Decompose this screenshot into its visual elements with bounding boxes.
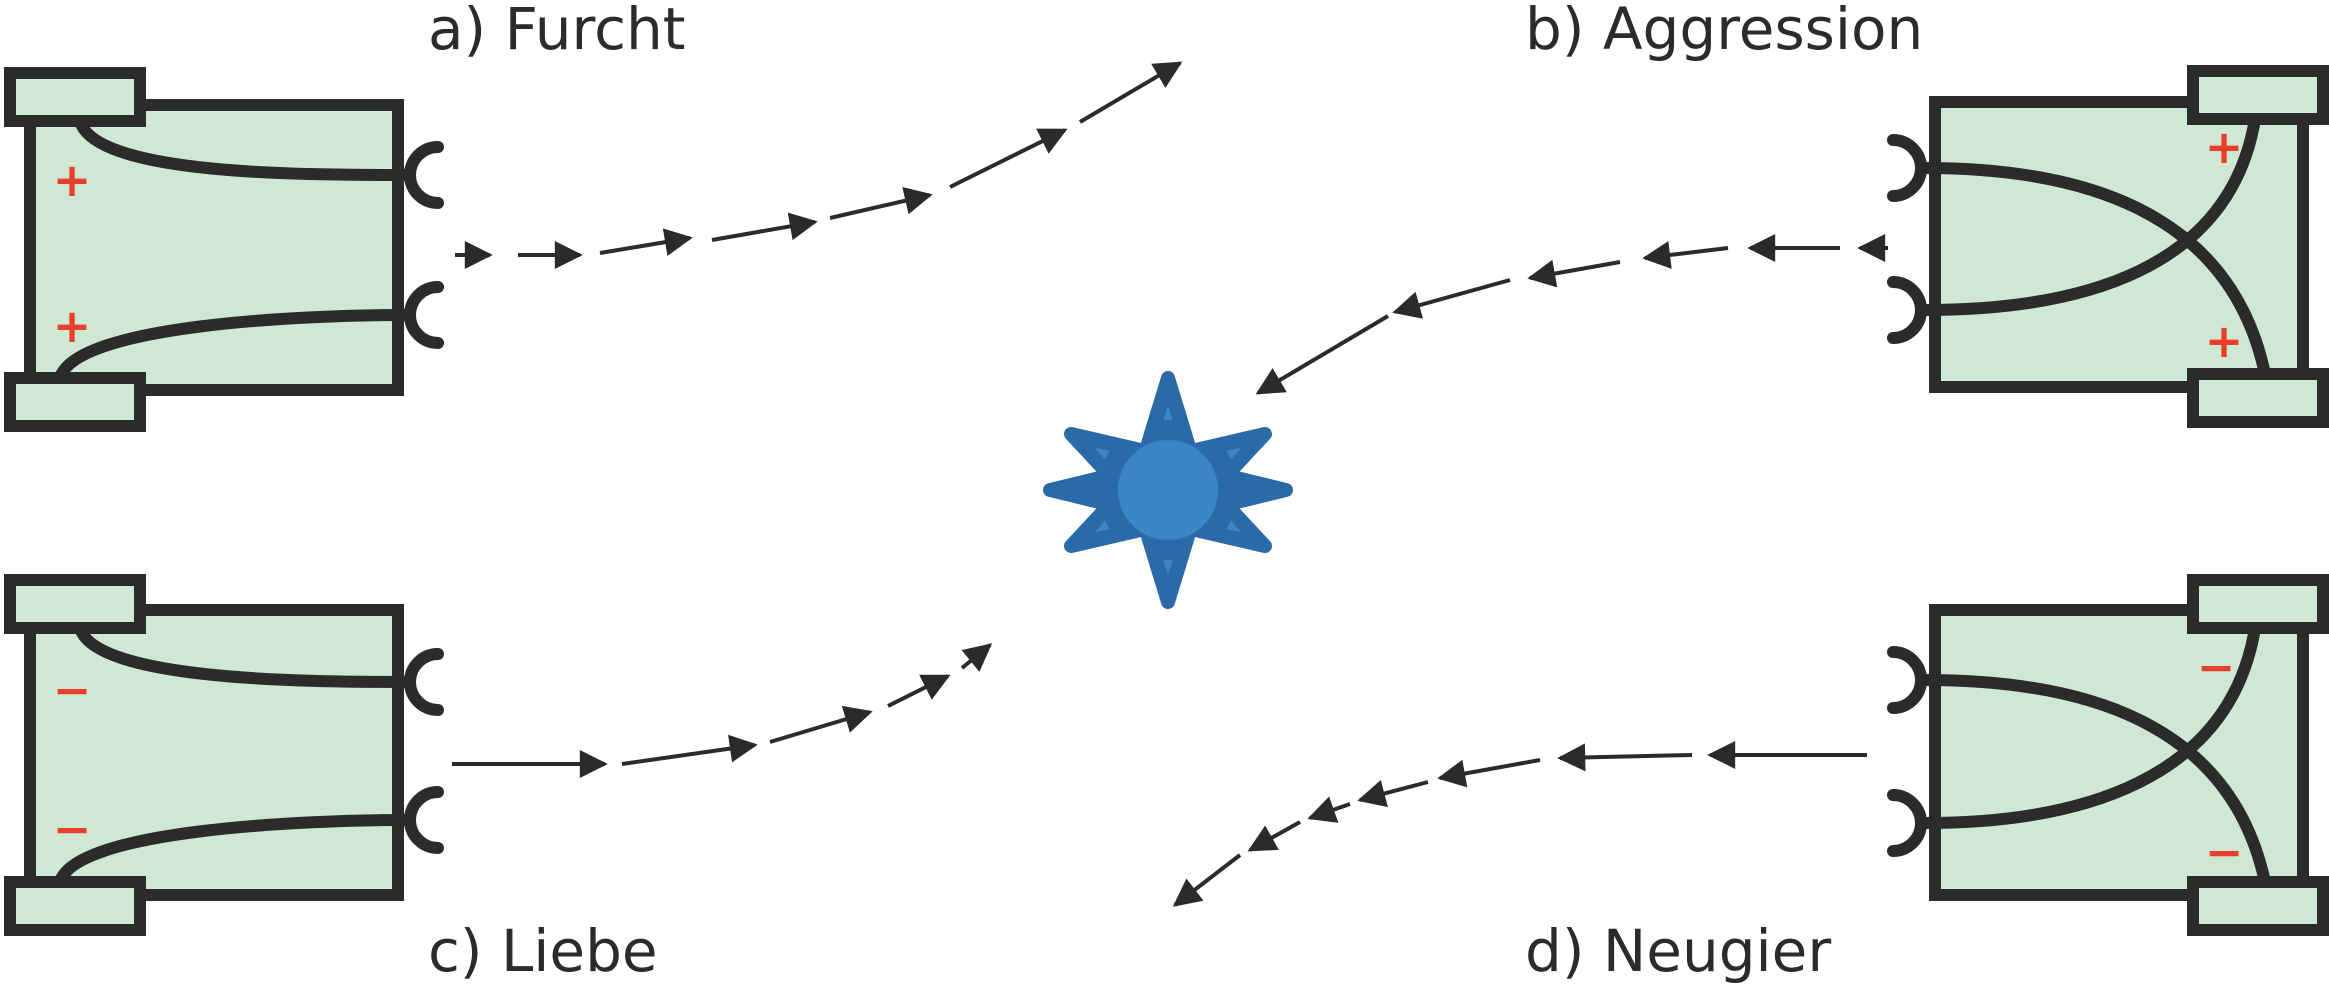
vehicle-d-sensor-top <box>1887 646 1927 714</box>
vehicle-c-wire-lower <box>54 814 409 885</box>
vehicle-d-sensor-bottom <box>1887 789 1927 857</box>
label-liebe: c) Liebe <box>428 917 658 985</box>
label-neugier: d) Neugier <box>1525 917 1832 985</box>
vehicle-b-wire-cross-1 <box>1924 162 2271 376</box>
vehicle-a-wire-upper <box>74 118 409 181</box>
vehicle-a-wheel-top <box>4 67 146 127</box>
vehicle-c: − − <box>4 574 444 936</box>
trajectory-a <box>455 61 1183 269</box>
vehicle-d-body <box>1929 604 2309 901</box>
vehicle-c-wheel-top <box>4 574 146 634</box>
vehicle-a-sensor-bottom <box>404 281 444 349</box>
vehicle-b-wire-cross-2 <box>1924 118 2261 316</box>
light-source-icon <box>1043 371 1293 609</box>
vehicle-d-wire-cross-1 <box>1924 674 2271 884</box>
vehicle-a-wheel-bottom <box>4 372 146 432</box>
vehicle-c-wheel-bottom <box>4 876 146 936</box>
trajectory-d <box>1172 741 1867 907</box>
sign-c-1: − <box>53 663 92 717</box>
vehicle-b-sensor-bottom <box>1887 276 1927 344</box>
vehicle-a: + + <box>4 67 444 432</box>
vehicle-a-wire-lower <box>54 309 409 381</box>
sign-b-2: + <box>2205 314 2244 368</box>
light-ray-tips <box>1095 406 1241 574</box>
vehicle-c-wire-upper <box>74 625 409 688</box>
vehicle-a-sensor-top <box>404 141 444 209</box>
vehicle-d-wheel-top <box>2187 574 2329 634</box>
vehicle-b-sensor-top <box>1887 134 1927 202</box>
light-core <box>1118 440 1218 540</box>
vehicle-d-wheel-bottom <box>2187 876 2329 936</box>
vehicle-b: + + <box>1887 65 2329 428</box>
vehicle-c-sensor-bottom <box>404 786 444 854</box>
sign-d-1: − <box>2197 640 2236 694</box>
sign-d-2: − <box>2205 825 2244 879</box>
sign-c-2: − <box>53 802 92 856</box>
sign-a-2: + <box>53 299 92 353</box>
sign-a-1: + <box>53 153 92 207</box>
label-furcht: a) Furcht <box>428 0 686 63</box>
trajectory-c <box>452 643 993 778</box>
vehicle-c-body <box>24 604 404 901</box>
vehicle-d-wire-cross-2 <box>1924 627 2261 829</box>
vehicle-d: − − <box>1887 574 2329 936</box>
vehicle-c-sensor-top <box>404 648 444 716</box>
vehicle-b-wheel-top <box>2187 65 2329 125</box>
vehicle-b-wheel-bottom <box>2187 368 2329 428</box>
sign-b-1: + <box>2205 120 2244 174</box>
trajectory-b <box>1255 234 1888 395</box>
vehicle-a-body <box>24 99 404 396</box>
label-aggression: b) Aggression <box>1525 0 1924 63</box>
